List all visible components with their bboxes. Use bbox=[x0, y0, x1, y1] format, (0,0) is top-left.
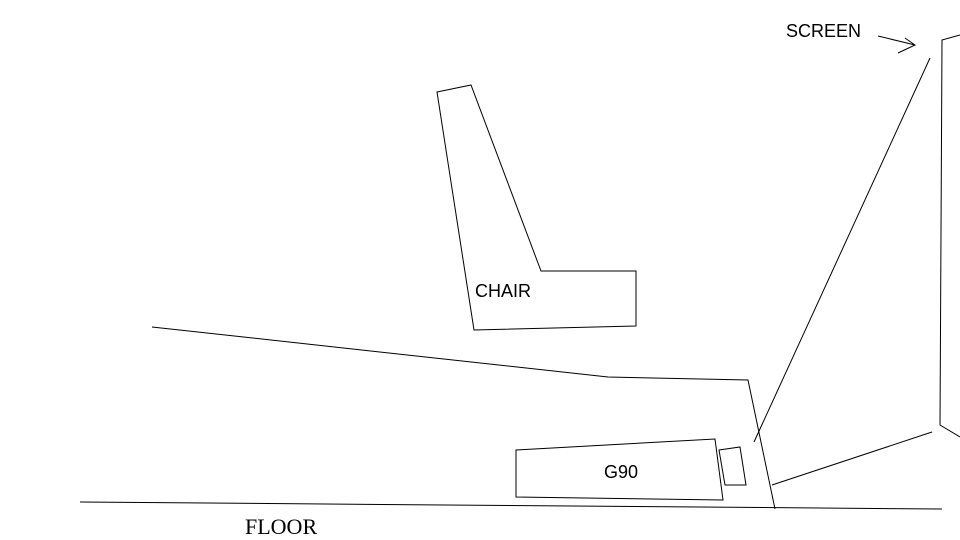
floor-line bbox=[79, 501, 943, 510]
screen-pointer-arrow bbox=[877, 35, 916, 54]
projection-beam-upper bbox=[753, 57, 931, 443]
platform-surface bbox=[151, 326, 776, 510]
chair-outline bbox=[436, 84, 637, 331]
projector-body bbox=[515, 438, 724, 501]
screen-label: SCREEN bbox=[786, 21, 861, 41]
chair-label: CHAIR bbox=[475, 281, 531, 301]
projector-lens bbox=[718, 446, 747, 486]
projection-beam-lower bbox=[771, 431, 933, 486]
screen-panel bbox=[939, 34, 960, 438]
floor-label: FLOOR bbox=[245, 514, 317, 539]
projector-label: G90 bbox=[604, 462, 638, 482]
